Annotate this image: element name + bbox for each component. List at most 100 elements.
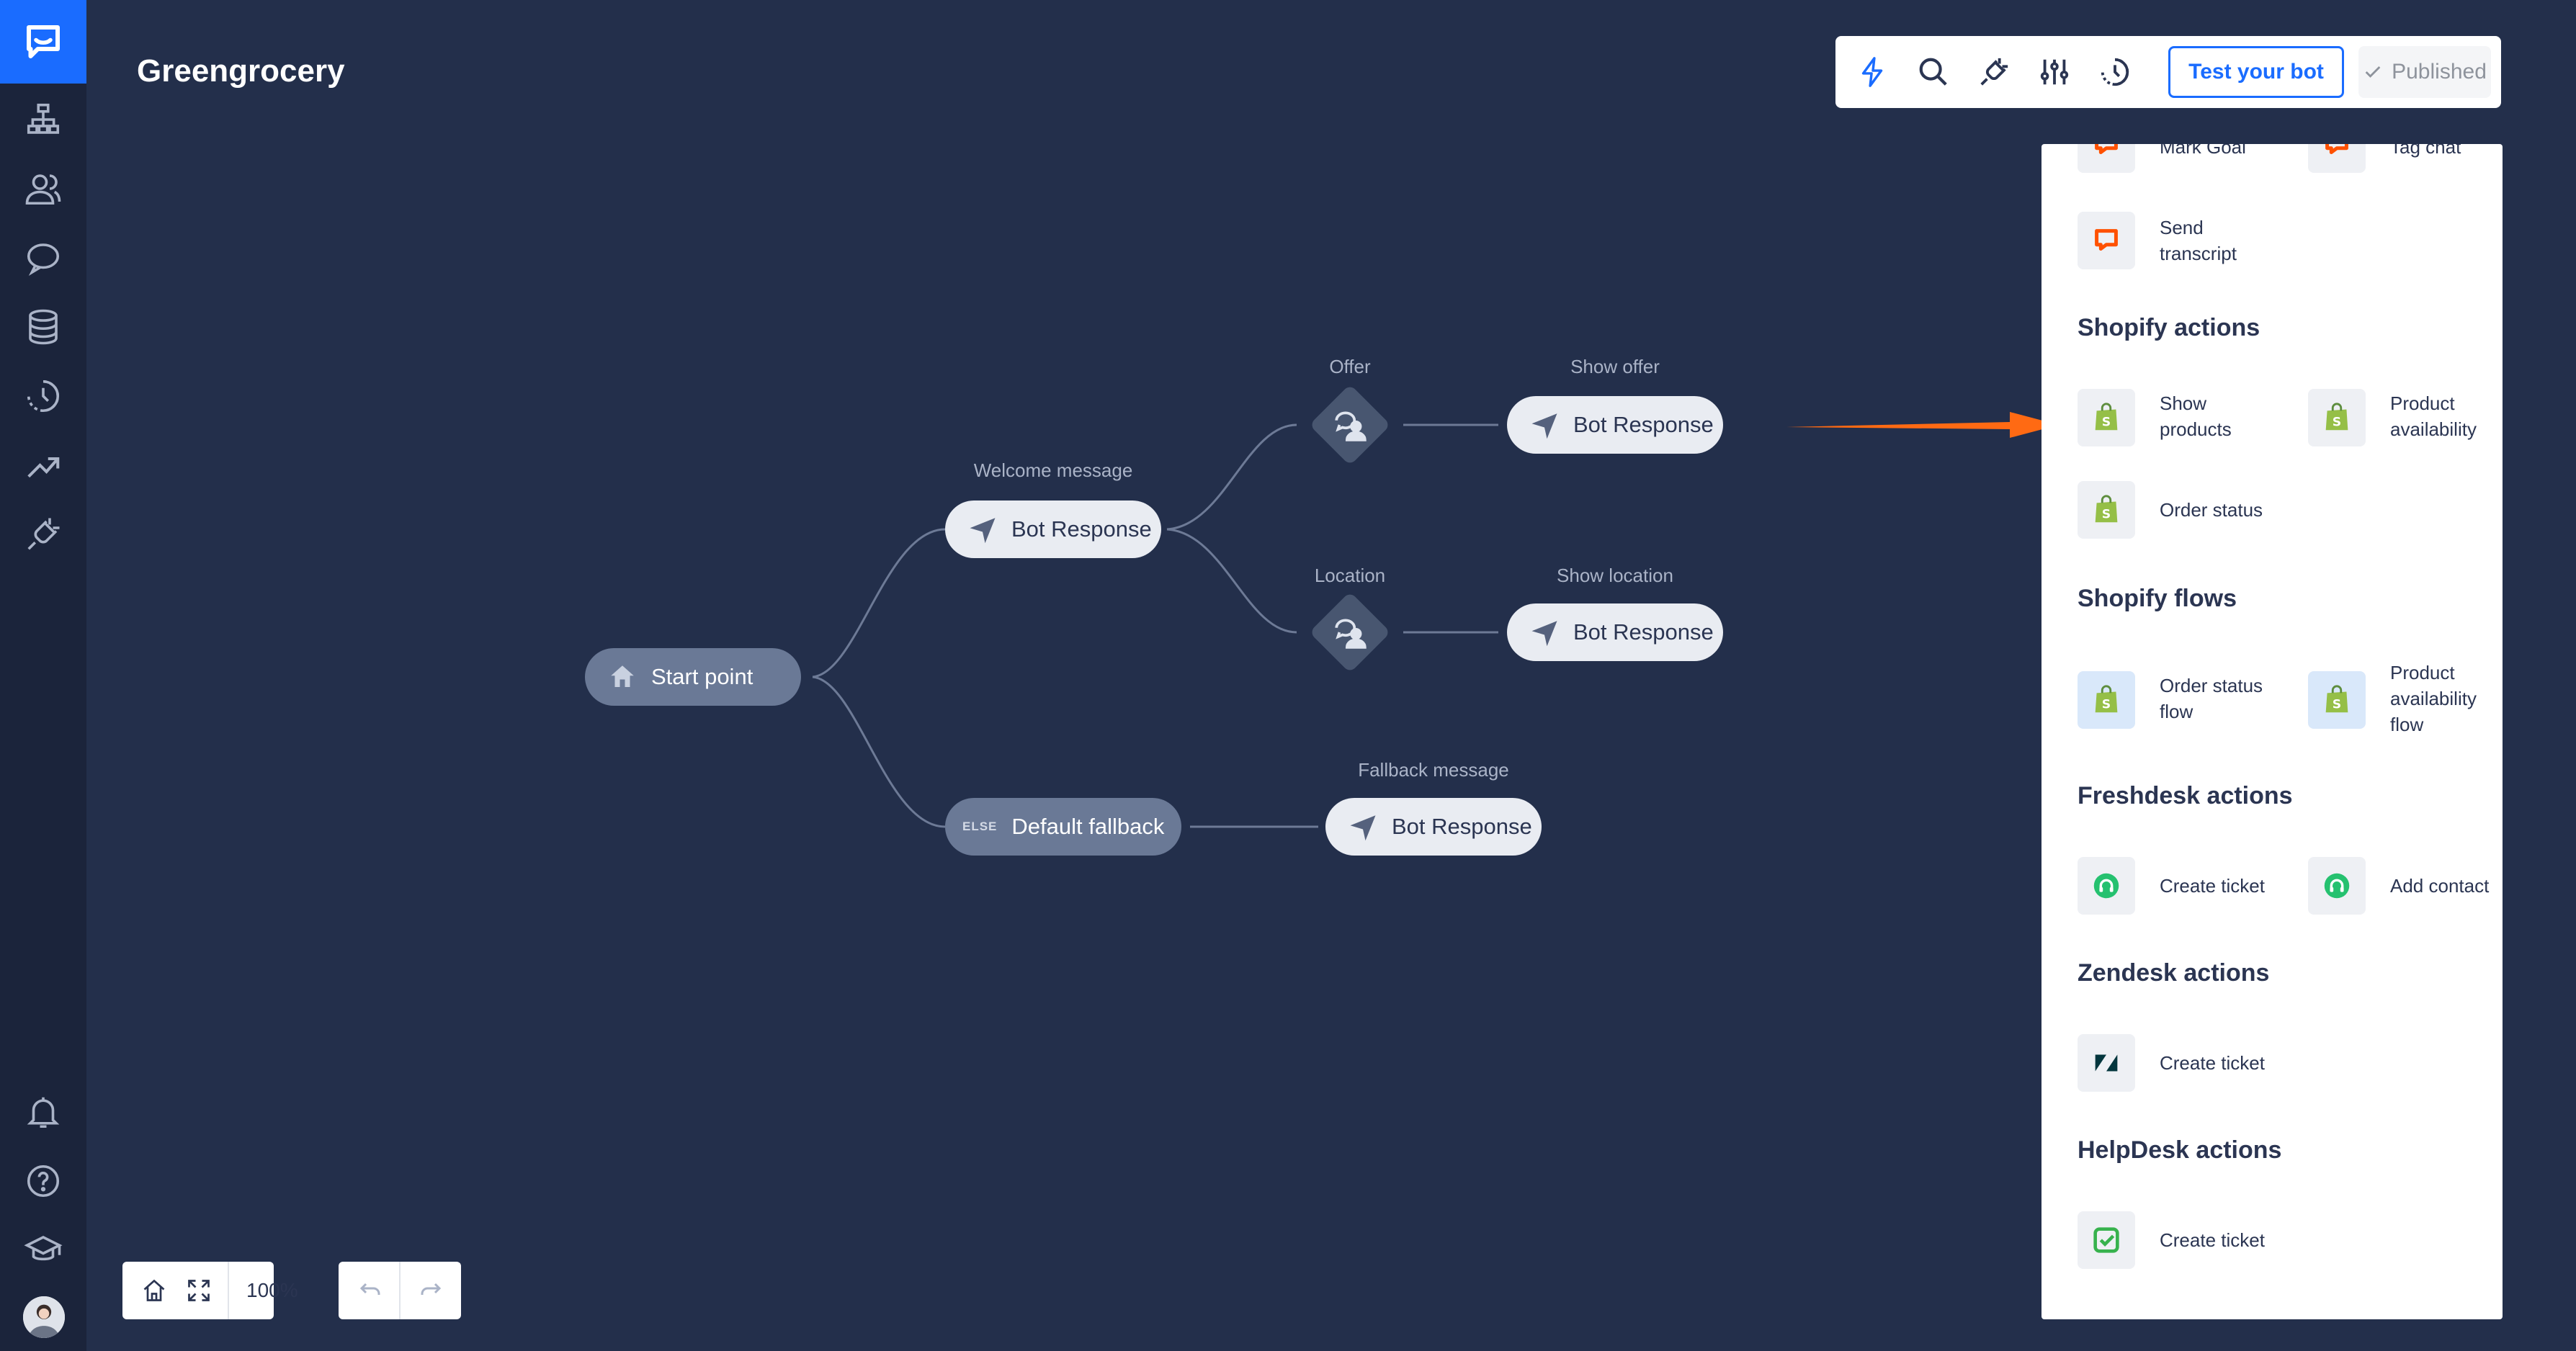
shopify-bag-icon: S [2325,403,2348,431]
freshdesk-actions-title: Freshdesk actions [2078,782,2293,809]
shopify-actions-title: Shopify actions [2078,314,2260,341]
user-chat-icon [1335,619,1367,649]
svg-text:S: S [2333,416,2341,430]
zoom-level[interactable]: 100% [246,1279,298,1301]
actions-panel: Mark Goal Tag chat Send transcript Shopi… [2041,144,2503,1319]
search-button[interactable] [1915,53,1952,91]
app-logo[interactable] [0,0,86,84]
divider [228,1262,229,1319]
show-offer-label: Show offer [1570,356,1660,377]
product-availability-flow-action[interactable]: S [2308,671,2366,729]
help-icon [27,1164,60,1198]
mark-goal-label: Mark Goal [2160,144,2246,158]
order-status-flow-label: Order status flow [2160,675,2263,722]
sidebar-item-data[interactable] [22,305,65,349]
center-home-button[interactable] [138,1275,170,1306]
shopify-bag-icon: S [2325,685,2348,713]
show-location-bot-response-label: Bot Response [1573,619,1714,645]
divider [399,1262,401,1319]
test-bot-button[interactable]: Test your bot [2168,46,2344,98]
chat-bubble-logo-icon [27,25,60,58]
sidebar-item-bots[interactable] [22,98,65,141]
redo-button[interactable] [415,1275,447,1306]
send-icon [1531,621,1557,647]
published-button[interactable]: Published [2358,46,2491,98]
freshdesk-add-contact-label: Add contact [2390,875,2490,897]
mark-goal-action[interactable] [2078,144,2135,173]
automation-button[interactable] [1854,53,1892,91]
zendesk-actions-title: Zendesk actions [2078,959,2270,987]
redo-icon [421,1283,442,1295]
shopify-bag-icon: S [2095,495,2118,523]
order-status-action[interactable]: S [2078,481,2135,539]
helpdesk-create-ticket-label: Create ticket [2160,1229,2265,1251]
freshdesk-create-ticket-action[interactable] [2078,857,2135,915]
send-transcript-action[interactable] [2078,212,2135,269]
home-outline-icon [143,1279,165,1301]
history-button[interactable] [2096,53,2134,91]
show-offer-bot-response-node[interactable]: Bot Response [1507,396,1723,454]
sidebar-item-history[interactable] [22,374,65,418]
send-icon [1531,413,1557,439]
product-availability-label: Product availability [2390,392,2477,440]
lightning-icon [1861,57,1883,87]
shopify-flows-title: Shopify flows [2078,585,2237,612]
welcome-message-label: Welcome message [973,459,1133,481]
order-status-flow-action[interactable]: S [2078,671,2135,729]
sidebar-item-academy[interactable] [22,1229,65,1272]
top-toolbar: Test your bot Published [1835,36,2501,108]
shopify-bag-icon: S [2095,685,2118,713]
offer-label: Offer [1329,356,1371,377]
freshdesk-add-contact-action[interactable] [2308,857,2366,915]
default-fallback-node[interactable]: ELSE Default fallback [945,798,1181,856]
location-label: Location [1314,565,1386,586]
helpdesk-create-ticket-action[interactable] [2078,1211,2135,1269]
sidebar-item-reports[interactable] [22,444,65,487]
show-offer-bot-response-label: Bot Response [1573,412,1714,437]
search-icon [1919,58,1947,86]
svg-text:S: S [2333,698,2341,712]
history-icon [2101,58,2129,86]
send-icon [1350,815,1376,841]
user-avatar-icon [23,1296,65,1338]
sidebar-item-users[interactable] [22,167,65,210]
sidebar-item-chats[interactable] [22,236,65,279]
fit-screen-button[interactable] [183,1275,215,1306]
tag-chat-action[interactable] [2308,144,2366,173]
offer-condition-icon-wrap [1327,402,1373,448]
settings-button[interactable] [2036,53,2073,91]
sidebar-item-integrations[interactable] [22,513,65,556]
checkmark-icon [2365,66,2381,78]
trending-icon [27,457,60,478]
avatar[interactable] [23,1296,65,1338]
database-icon [29,309,58,345]
chat-icon [27,243,60,276]
svg-text:S: S [2102,416,2111,430]
else-tag: ELSE [962,820,998,833]
orange-arrow [1786,412,2059,438]
show-products-action[interactable]: S [2078,389,2135,446]
svg-text:S: S [2102,698,2111,712]
sidebar-item-notifications[interactable] [22,1090,65,1134]
tag-chat-label: Tag chat [2390,144,2461,158]
welcome-bot-response-node[interactable]: Bot Response [945,501,1161,558]
zendesk-create-ticket-action[interactable] [2078,1034,2135,1092]
product-availability-action[interactable]: S [2308,389,2366,446]
fallback-bot-response-node[interactable]: Bot Response [1325,798,1542,856]
send-icon [970,518,996,544]
fallback-message-label: Fallback message [1358,759,1509,781]
page-title: Greengrocery [137,53,345,89]
show-location-bot-response-node[interactable]: Bot Response [1507,603,1723,661]
expand-icon [188,1280,210,1301]
integrations-button[interactable] [1975,53,2013,91]
published-label: Published [2392,60,2487,84]
zendesk-create-ticket-label: Create ticket [2160,1052,2265,1074]
zendesk-logo-icon [2095,1054,2118,1072]
sidebar-item-help[interactable] [22,1159,65,1203]
shopify-bag-icon: S [2095,403,2118,431]
welcome-bot-response-label: Bot Response [1011,516,1152,542]
undo-button[interactable] [354,1275,386,1306]
start-point-node[interactable]: Start point [585,648,801,706]
product-availability-flow-label: Product availability flow [2390,662,2477,735]
send-transcript-label: Send transcript [2160,217,2237,264]
